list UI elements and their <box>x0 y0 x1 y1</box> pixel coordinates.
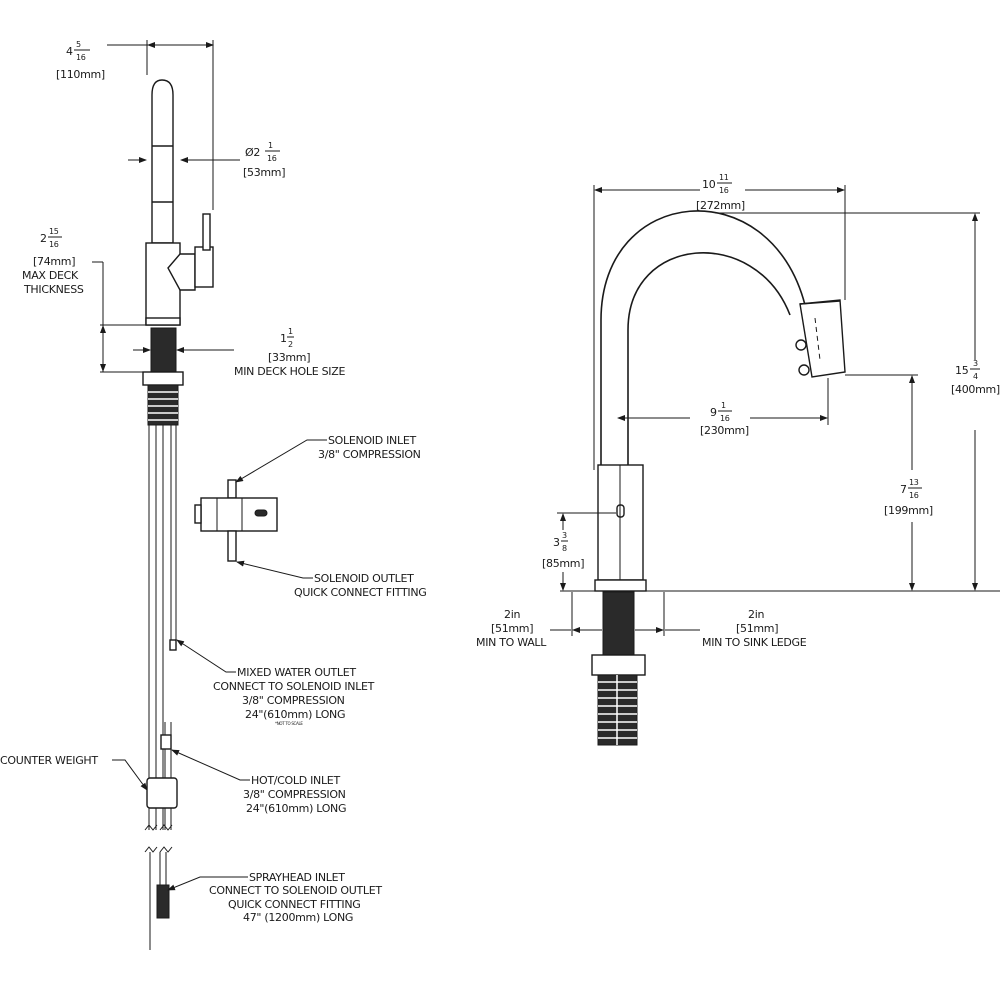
min-to-wall-dimension: 2in [51mm] MIN TO WALL <box>476 592 602 649</box>
supply-hoses <box>144 425 178 950</box>
dimension-label: 2in <box>504 608 520 621</box>
dimension-label: 16 <box>49 240 59 249</box>
dimension-label: 15 <box>49 227 59 236</box>
front-view-faucet <box>560 210 1000 746</box>
sensor-height-dimension: 3 3 8 [85mm] <box>542 512 616 591</box>
dimension-label: 16 <box>267 154 277 163</box>
dimension-label: QUICK CONNECT FITTING <box>294 586 427 599</box>
dimension-label: [272mm] <box>696 199 745 212</box>
dimension-label: [53mm] <box>243 166 285 179</box>
dimension-label: MIXED WATER OUTLET <box>237 666 356 679</box>
dimension-label: 2in <box>748 608 764 621</box>
dimension-label: 8 <box>562 544 567 553</box>
dimension-label: 4 <box>973 372 978 381</box>
dimension-label: *NOT TO SCALE <box>275 721 303 726</box>
dimension-label: SPRAYHEAD INLET <box>249 871 345 884</box>
dimension-label: [51mm] <box>491 622 533 635</box>
dimension-label: SOLENOID INLET <box>328 434 416 447</box>
dimension-label: MAX DECK <box>22 269 79 282</box>
mixed-water-outlet-callout: MIXED WATER OUTLET CONNECT TO SOLENOID I… <box>176 639 375 726</box>
dimension-label: 2 <box>288 340 293 349</box>
dimension-label: 3/8" COMPRESSION <box>242 694 345 707</box>
dimension-label: 10 <box>702 178 716 191</box>
dimension-label: 3/8" COMPRESSION <box>243 788 346 801</box>
dimension-label: THICKNESS <box>23 283 84 296</box>
dimension-label: [400mm] <box>951 383 1000 396</box>
dimension-label: [199mm] <box>884 504 933 517</box>
deck-hole-dimension: 1 1 2 [33mm] MIN DECK HOLE SIZE <box>133 327 346 378</box>
dimension-label: 47" (1200mm) LONG <box>243 911 353 924</box>
dimension-label: 4 <box>66 45 73 58</box>
min-to-sink-ledge-dimension: 2in [51mm] MIN TO SINK LEDGE <box>635 592 807 649</box>
dimension-label: 15 <box>955 364 969 377</box>
dimension-label: HOT/COLD INLET <box>251 774 340 787</box>
dimension-label: CONNECT TO SOLENOID INLET <box>213 680 375 693</box>
dimension-label: 16 <box>909 491 919 500</box>
dimension-label: 3 <box>973 359 978 368</box>
dimension-label: [74mm] <box>33 255 75 268</box>
dimension-label: MIN DECK HOLE SIZE <box>234 365 345 378</box>
reach-dimension: 10 11 16 [272mm] <box>593 173 846 470</box>
dimension-label: [85mm] <box>542 557 584 570</box>
dimension-label: 24"(610mm) LONG <box>245 708 345 721</box>
side-view-faucet <box>142 79 278 950</box>
height-dimension: 15 3 4 [400mm] <box>715 212 1000 591</box>
dimension-label: 7 <box>900 483 907 496</box>
dimension-label: CONNECT TO SOLENOID OUTLET <box>209 884 382 897</box>
spout-reach-dimension: 9 1 16 [230mm] <box>617 378 829 437</box>
front-threaded-shank <box>597 674 638 746</box>
dimension-label: 5 <box>76 40 81 49</box>
dimension-label: 1 <box>721 401 726 410</box>
dimension-label: 16 <box>719 186 729 195</box>
dimension-label: COUNTER WEIGHT <box>0 754 98 767</box>
dimension-label: 16 <box>76 53 86 62</box>
dimension-label: [230mm] <box>700 424 749 437</box>
dimension-label: 1 <box>268 141 273 150</box>
dimension-label: 9 <box>710 406 717 419</box>
hot-cold-inlet-callout: HOT/COLD INLET 3/8" COMPRESSION 24"(610m… <box>171 749 347 815</box>
dimension-label: 11 <box>719 173 729 182</box>
dimension-label: [33mm] <box>268 351 310 364</box>
counter-weight-callout: COUNTER WEIGHT <box>0 754 148 791</box>
dimension-label: 13 <box>909 478 919 487</box>
dimension-label: 16 <box>720 414 730 423</box>
sprayhead-inlet-callout: SPRAYHEAD INLET CONNECT TO SOLENOID OUTL… <box>167 871 383 924</box>
dimension-label: 24"(610mm) LONG <box>246 802 346 815</box>
dimension-label: [51mm] <box>736 622 778 635</box>
dimension-label: Ø2 <box>245 146 260 159</box>
dimension-label: SOLENOID OUTLET <box>314 572 414 585</box>
dimension-label: 3 <box>562 531 567 540</box>
dimension-label: MIN TO WALL <box>476 636 547 649</box>
dimension-label: [110mm] <box>56 68 105 81</box>
dimension-label: 2 <box>40 232 47 245</box>
width-dimension: 4 5 16 [110mm] <box>56 40 214 210</box>
deck-thickness-dimension: 2 15 16 [74mm] MAX DECK THICKNESS <box>22 227 146 373</box>
solenoid-inlet-callout: SOLENOID INLET 3/8" COMPRESSION <box>235 434 421 483</box>
dimension-label: 3 <box>553 536 560 549</box>
dimension-label: 1 <box>280 332 287 345</box>
diameter-dimension: Ø2 1 16 [53mm] <box>128 141 286 179</box>
solenoid-outlet-callout: SOLENOID OUTLET QUICK CONNECT FITTING <box>236 560 427 599</box>
dimension-label: 3/8" COMPRESSION <box>318 448 421 461</box>
dimension-label: MIN TO SINK LEDGE <box>702 636 807 649</box>
spout-clearance-dimension: 7 13 16 [199mm] <box>845 374 933 591</box>
dimension-label: 1 <box>288 327 293 336</box>
threaded-shank <box>147 384 179 426</box>
dimension-label: QUICK CONNECT FITTING <box>228 898 361 911</box>
solenoid-valve <box>194 479 278 562</box>
